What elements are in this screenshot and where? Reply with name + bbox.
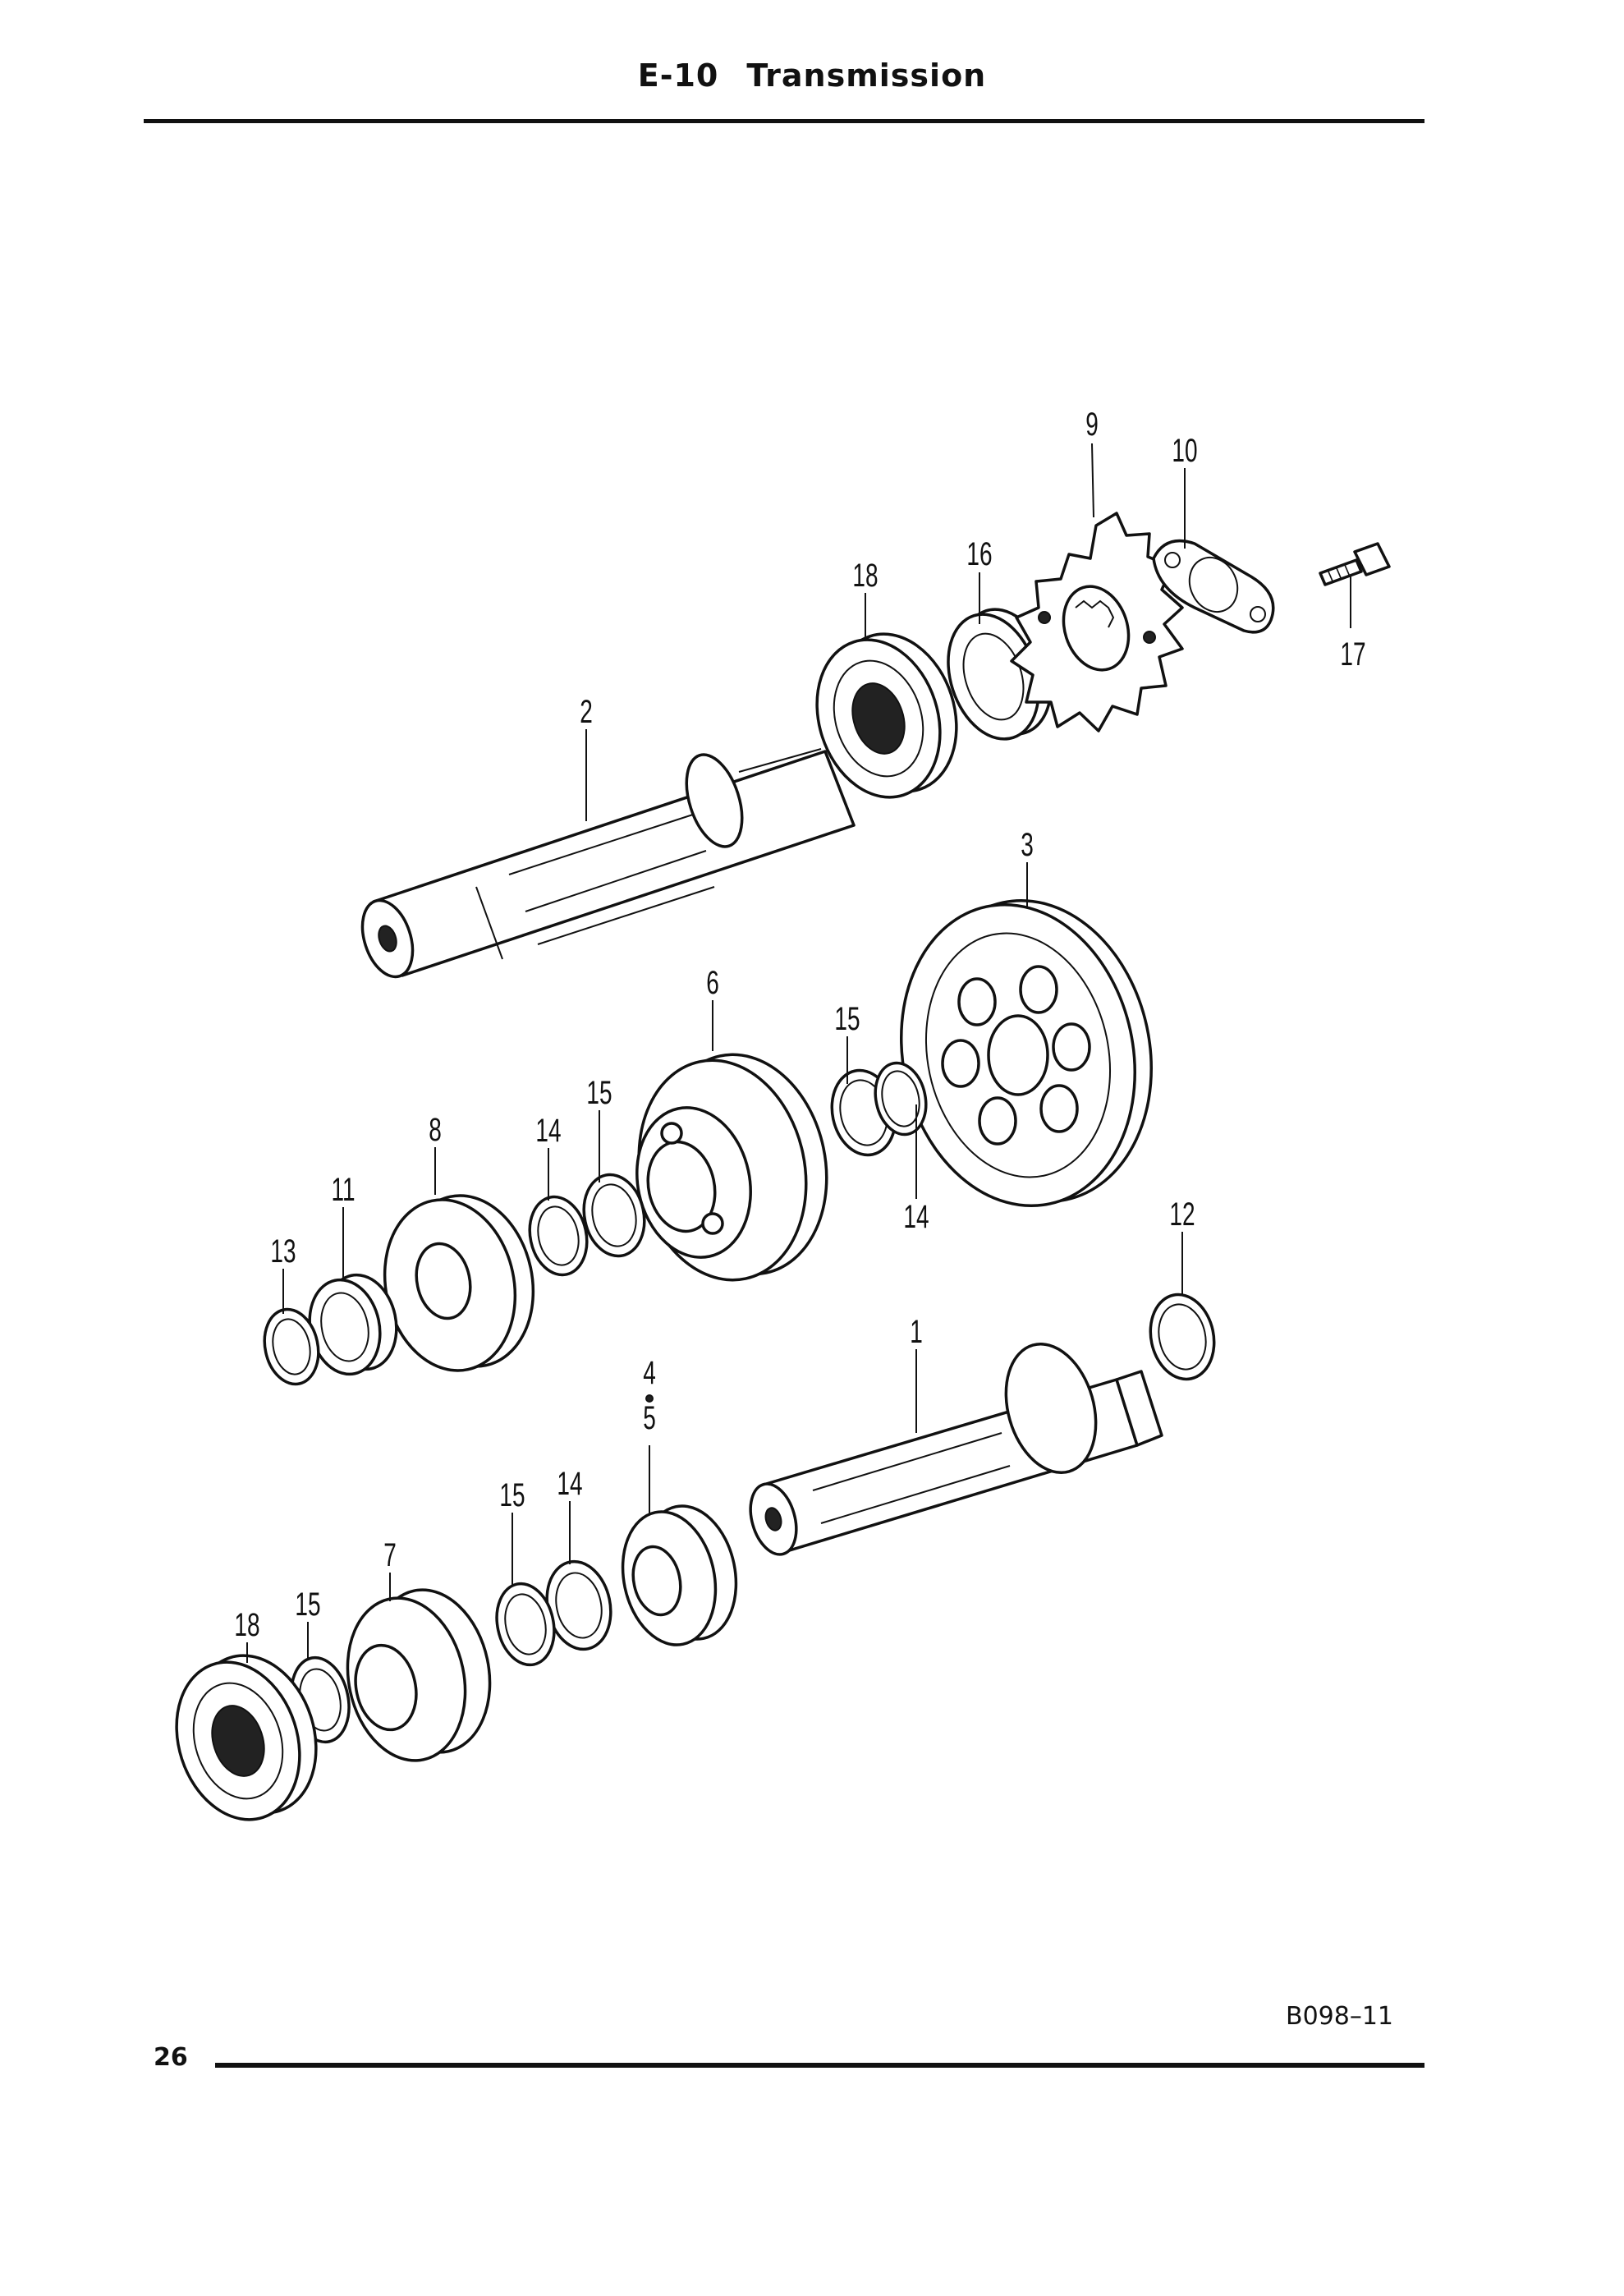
callout-labels: 9 10 16 18 17 2 3 6 15 15 14 14 8 11 13 …	[234, 406, 1365, 1643]
washer-part-12	[1149, 1293, 1216, 1381]
gear-part-6	[635, 1053, 828, 1282]
callout-8: 8	[429, 1112, 442, 1148]
circlip-part-14-mid-left	[528, 1195, 589, 1277]
callout-9: 9	[1085, 406, 1099, 443]
washer-part-15-mid-left	[582, 1173, 646, 1258]
circlip-part-14-lower	[545, 1559, 612, 1651]
callout-2: 2	[580, 694, 593, 730]
footer-rule	[215, 2063, 1424, 2068]
callout-10: 10	[1172, 433, 1197, 469]
bolt-part-17	[1319, 542, 1391, 586]
callout-17: 17	[1340, 636, 1365, 673]
callout-12: 12	[1169, 1196, 1195, 1233]
drive-sprocket-part-9	[1010, 512, 1184, 732]
callout-16: 16	[966, 536, 992, 572]
circlip-part-14-mid-right	[874, 1061, 928, 1137]
header-rule	[144, 119, 1424, 123]
callout-18-lower: 18	[234, 1607, 259, 1643]
section-title: Transmission	[746, 57, 987, 94]
callout-15-lower-left: 15	[295, 1587, 320, 1623]
callout-15-mid-right: 15	[834, 1001, 860, 1037]
bearing-part-18-top	[815, 632, 958, 799]
washer-part-13	[263, 1307, 320, 1386]
callout-14-lower: 14	[557, 1466, 582, 1502]
gear-part-3	[900, 898, 1153, 1208]
page-title: E-10 Transmission	[0, 57, 1624, 94]
gear-part-4-5	[621, 1504, 738, 1646]
callout-5: 5	[643, 1400, 656, 1436]
leader-lines	[246, 443, 1351, 1663]
main-shaft-part-1	[749, 1343, 1163, 1556]
page-number: 26	[154, 2043, 188, 2072]
callout-7: 7	[383, 1537, 397, 1573]
washer-part-15-lower-right	[495, 1582, 556, 1667]
bearing-part-18-lower	[175, 1654, 318, 1821]
gear-part-7	[346, 1588, 492, 1762]
callout-14-mid-left: 14	[535, 1113, 561, 1149]
callout-18-top: 18	[852, 558, 878, 594]
callout-11: 11	[331, 1172, 355, 1208]
callout-15-mid-left: 15	[586, 1075, 612, 1111]
callout-13: 13	[270, 1233, 296, 1270]
callout-14-mid-right: 14	[903, 1199, 929, 1235]
gear-part-8	[383, 1194, 535, 1372]
sprocket-plate-part-10	[1152, 539, 1275, 634]
countershaft-part-2	[360, 748, 856, 979]
callout-1: 1	[910, 1314, 923, 1350]
callout-15-lower-right: 15	[499, 1477, 525, 1513]
callout-4: 4	[643, 1355, 656, 1391]
section-code: E-10	[637, 57, 719, 94]
callout-3: 3	[1021, 827, 1034, 863]
figure-code: B098–11	[1286, 2002, 1394, 2031]
callout-6: 6	[706, 965, 719, 1001]
